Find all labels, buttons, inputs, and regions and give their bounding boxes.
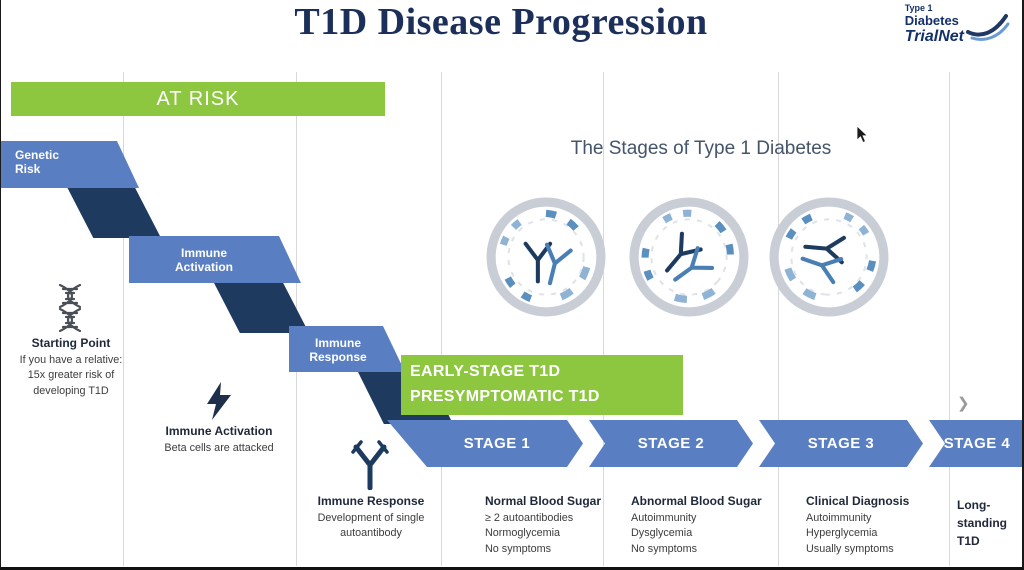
logo-swoosh-icon <box>966 13 1010 41</box>
trialnet-logo-text: Type 1 Diabetes TrialNet <box>904 3 964 46</box>
cascade-step-immune-activation: Immune Activation <box>129 236 301 283</box>
stages-header: The Stages of Type 1 Diabetes <box>570 138 832 159</box>
logo-line-type1: Type 1 <box>904 3 933 13</box>
cascade-step-label: Immune Response <box>309 336 367 365</box>
mouse-cursor <box>856 125 869 144</box>
ribbon-stage-3: STAGE 3 <box>759 420 923 467</box>
ribbon-stage-1: STAGE 1 <box>387 420 583 467</box>
early-stage-line1: EARLY-STAGE T1D <box>410 363 561 381</box>
trialnet-logo: Type 1 Diabetes TrialNet <box>904 3 1010 46</box>
autoantibody-circle-icon <box>603 171 775 343</box>
early-stage-banner: EARLY-STAGE T1D PRESYMPTOMATIC T1D <box>401 355 683 415</box>
at-risk-banner: AT RISK <box>11 82 385 116</box>
cascade-step-label: Genetic Risk <box>15 148 60 177</box>
column-divider <box>949 72 950 566</box>
stage-3-description: Clinical Diagnosis Autoimmunity Hypergly… <box>806 494 910 555</box>
cascade-step-genetic-risk: Genetic Risk <box>1 141 139 188</box>
logo-line-diabetes: Diabetes <box>904 12 959 28</box>
starting-point-text: Starting Point If you have a relative: 1… <box>19 336 123 397</box>
column-divider <box>441 72 442 566</box>
dna-icon <box>58 284 82 332</box>
immune-activation-text: Immune Activation Beta cells are attacke… <box>164 424 274 454</box>
column-divider <box>123 72 124 566</box>
stage-4-description: Long-standing T1D <box>957 498 1007 548</box>
immune-response-text: Immune Response Development of single au… <box>317 494 425 540</box>
ribbon-stage-2: STAGE 2 <box>589 420 753 467</box>
chevron-right-icon[interactable]: ❯ <box>957 395 970 412</box>
ribbon-stage-4: STAGE 4 <box>929 420 1022 467</box>
page-title: T1D Disease Progression <box>294 1 708 43</box>
logo-line-trialnet: TrialNet <box>904 28 964 46</box>
lightning-icon <box>207 382 231 420</box>
cascade-connector <box>67 187 161 238</box>
column-divider <box>603 72 604 566</box>
autoantibody-circle-icon <box>763 191 895 323</box>
early-stage-line2: PRESYMPTOMATIC T1D <box>410 388 600 405</box>
autoantibody-circle-icon <box>485 196 607 318</box>
column-divider <box>778 72 779 566</box>
stage-1-description: Normal Blood Sugar ≥ 2 autoantibodies No… <box>485 494 602 555</box>
cascade-connector <box>213 281 309 333</box>
cascade-step-label: Immune Activation <box>174 246 233 275</box>
cascade-step-immune-response: Immune Response <box>289 326 405 372</box>
stage-2-description: Abnormal Blood Sugar Autoimmunity Dysgly… <box>631 494 762 555</box>
antibody-icon <box>351 440 389 490</box>
